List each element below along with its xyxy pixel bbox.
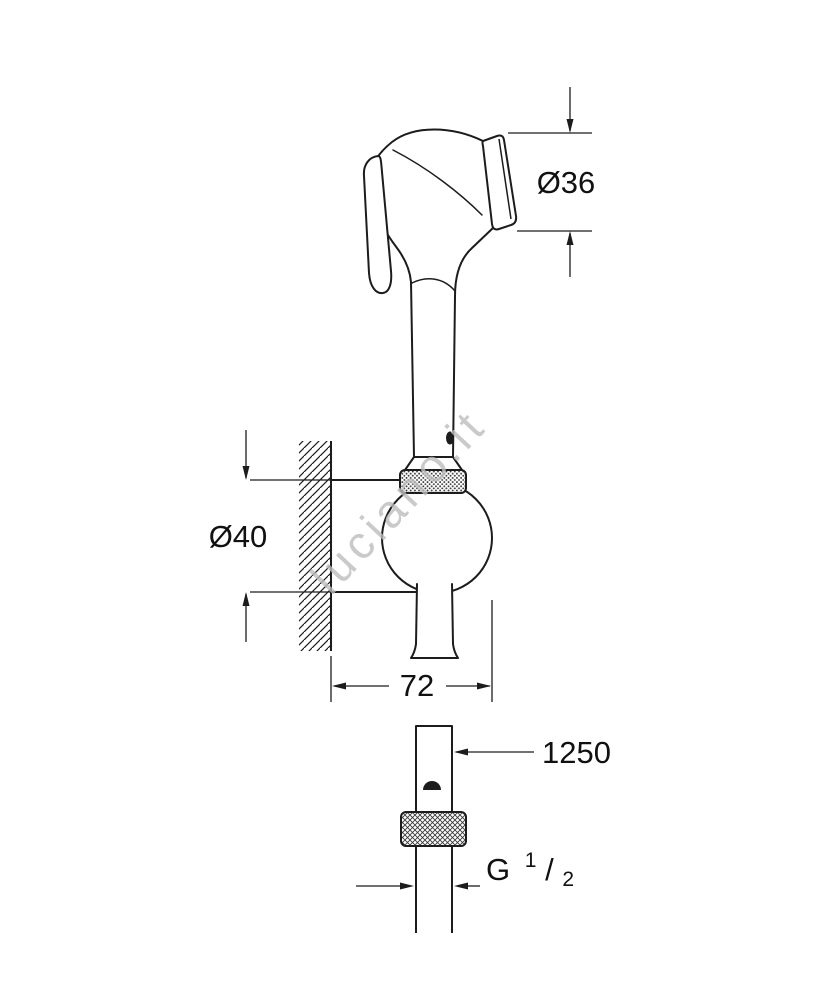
holder-hose-mask xyxy=(411,584,458,658)
shower-hook-dot xyxy=(446,431,454,445)
shower-body xyxy=(368,128,494,458)
thread-size-label: G 1 / 2 xyxy=(486,839,574,891)
dim72-arrowhead-left xyxy=(332,682,346,690)
holder-hose-left-edge xyxy=(410,583,418,659)
dim-holder-diameter: Ø40 xyxy=(209,430,336,642)
hand-shower xyxy=(362,128,518,471)
dim1250-arrowhead xyxy=(454,748,468,756)
hose-fitting xyxy=(400,725,467,933)
dim-hose-length: 1250 xyxy=(454,735,611,770)
holder-diameter-label: Ø40 xyxy=(209,519,268,554)
hose-nut-knurl xyxy=(400,811,467,847)
dim-thread-size: G 1 / 2 xyxy=(356,839,574,891)
shower-neck-line xyxy=(411,278,456,292)
hose-connector-hole xyxy=(423,781,441,790)
hose-length-label: 1250 xyxy=(542,735,611,770)
thread-denominator: 2 xyxy=(562,868,574,891)
shower-contour-line xyxy=(392,149,483,216)
wall-holder xyxy=(331,469,493,659)
bracket-depth-label: 72 xyxy=(400,668,434,703)
dim-bracket-depth: 72 xyxy=(330,600,493,703)
head-diameter-label: Ø36 xyxy=(537,165,596,200)
dim40-arrowhead-top xyxy=(242,466,250,480)
dimg-arrowhead-left xyxy=(400,882,414,890)
wall-section xyxy=(299,441,332,651)
thread-numerator: 1 xyxy=(525,849,537,872)
dim40-arrowhead-bottom xyxy=(242,592,250,606)
dim-head-diameter: Ø36 xyxy=(508,87,595,277)
shower-face-cap xyxy=(481,134,518,231)
wall-hatch-area xyxy=(299,441,331,651)
shower-face-rim-line xyxy=(498,138,512,220)
dimg-arrowhead-right xyxy=(454,882,468,890)
thread-prefix: G xyxy=(486,852,510,887)
thread-slash: / xyxy=(545,852,554,887)
dim72-arrowhead-right xyxy=(477,682,491,690)
dim36-arrowhead-top xyxy=(566,119,574,133)
hose-connector xyxy=(415,725,453,815)
holder-hose-right-edge xyxy=(451,583,459,659)
shower-lever xyxy=(362,155,393,295)
dim36-arrowhead-bottom xyxy=(566,231,574,245)
